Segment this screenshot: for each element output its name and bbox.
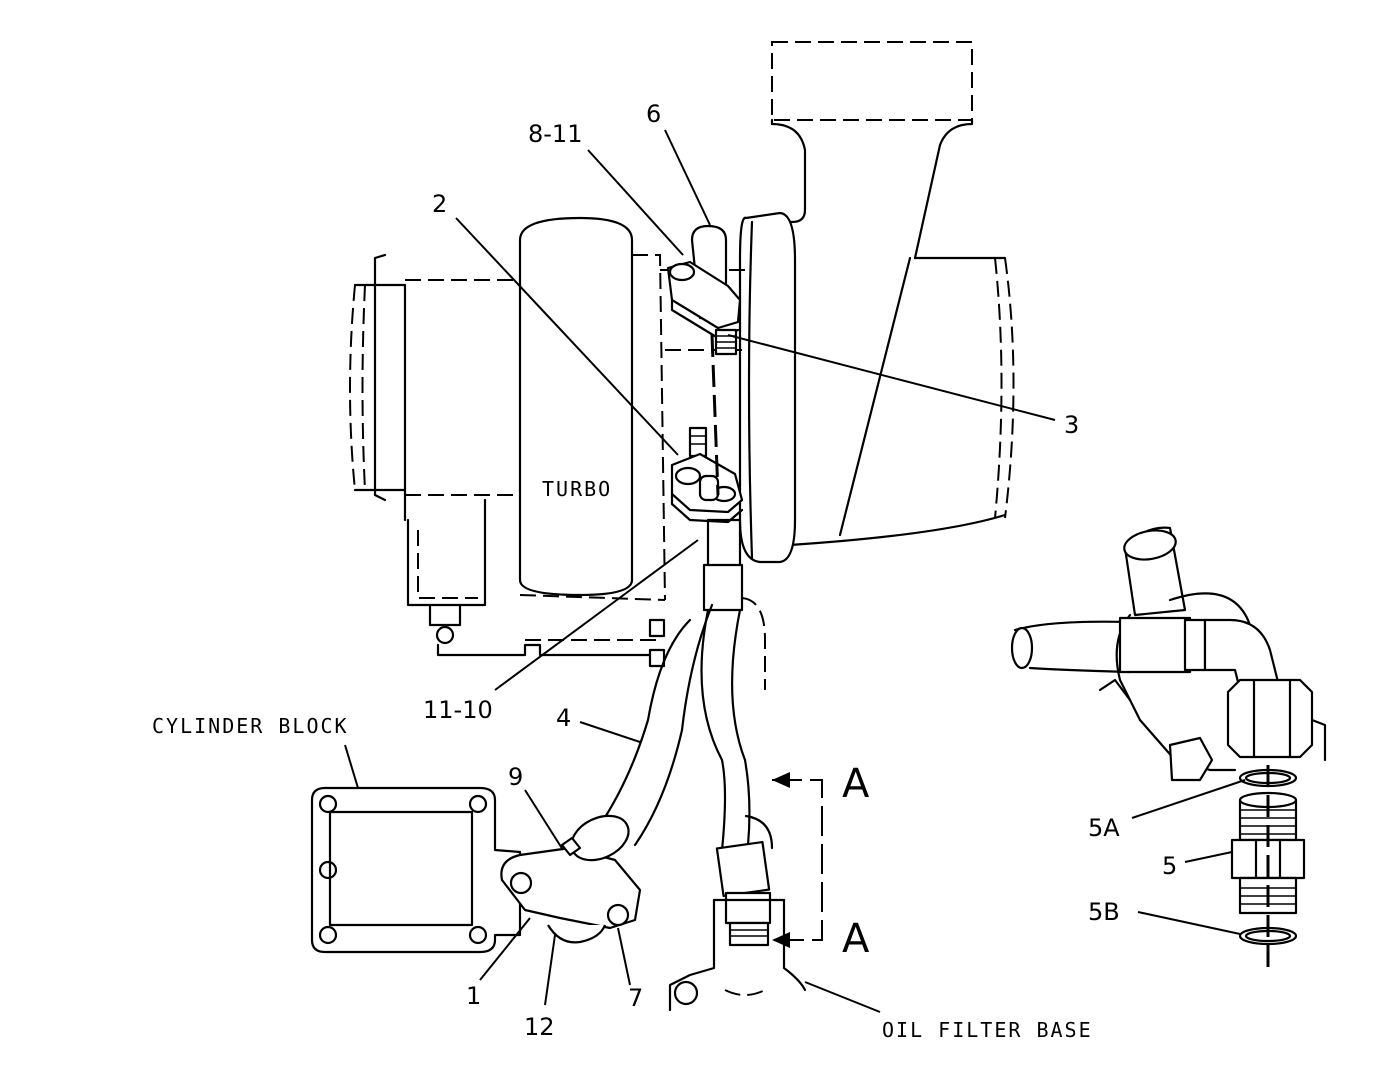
section-label-a-bottom: A bbox=[842, 916, 870, 962]
callout-1: 1 bbox=[466, 982, 481, 1010]
block-flange bbox=[500, 814, 642, 944]
callout-5a: 5A bbox=[1088, 814, 1120, 842]
oil-flange-2 bbox=[670, 426, 744, 524]
cylinder-block-label: CYLINDER BLOCK bbox=[152, 714, 349, 738]
callout-3: 3 bbox=[1064, 411, 1079, 439]
section-marker-a bbox=[772, 772, 823, 948]
callout-11-10: 11-10 bbox=[423, 696, 493, 724]
oil-filter-base bbox=[668, 898, 807, 1012]
callout-9: 9 bbox=[508, 763, 523, 791]
callout-6: 6 bbox=[646, 100, 661, 128]
intake-duct bbox=[758, 41, 1015, 547]
turbocharger bbox=[349, 211, 797, 668]
oil-inlet-elbow-6 bbox=[666, 224, 742, 356]
callout-2: 2 bbox=[432, 190, 447, 218]
callout-5b: 5B bbox=[1088, 898, 1120, 926]
oil-path-centerline bbox=[710, 334, 720, 496]
leader-lines bbox=[344, 129, 1246, 1013]
cylinder-block-gasket bbox=[310, 786, 522, 954]
oil-supply-hose-4 bbox=[598, 518, 774, 947]
callout-12: 12 bbox=[524, 1013, 555, 1041]
callout-8-11: 8-11 bbox=[528, 120, 582, 148]
callout-5: 5 bbox=[1162, 852, 1177, 880]
oil-filter-base-label: OIL FILTER BASE bbox=[882, 1018, 1093, 1042]
callout-7: 7 bbox=[628, 984, 643, 1012]
turbo-label: TURBO bbox=[542, 477, 612, 501]
section-label-a-top: A bbox=[842, 761, 870, 807]
detail-fitting-view bbox=[1010, 526, 1327, 975]
callout-4: 4 bbox=[556, 704, 571, 732]
